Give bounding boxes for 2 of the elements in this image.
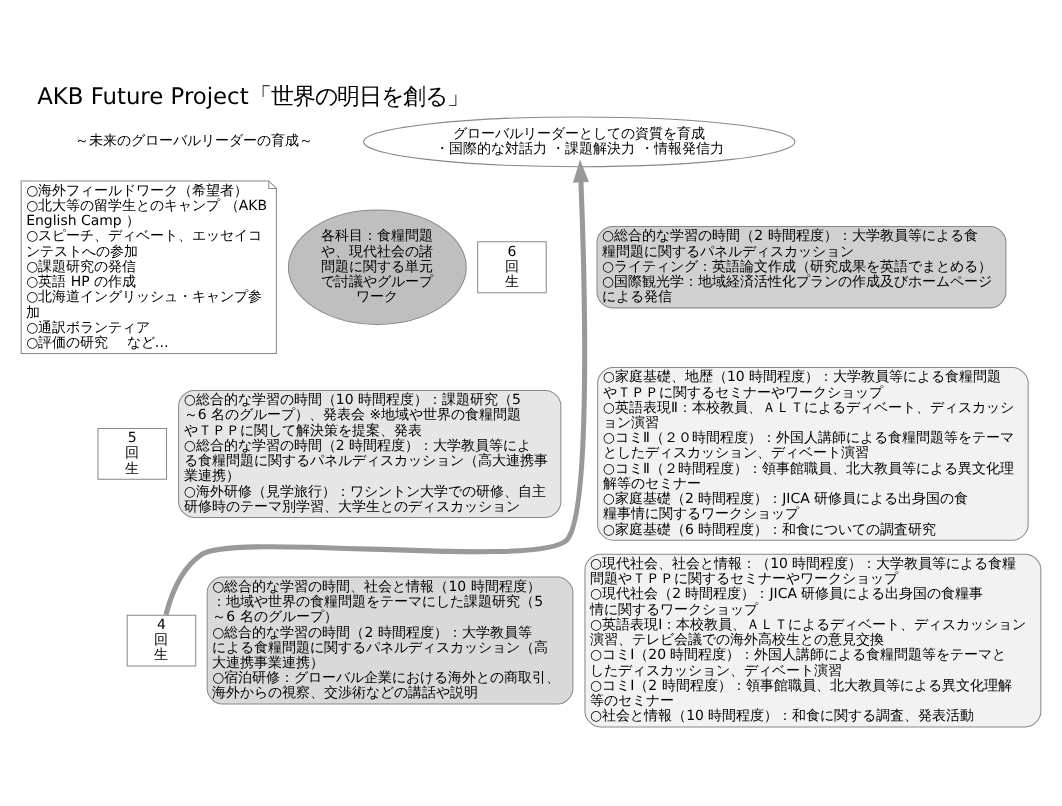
arrow [163, 158, 589, 615]
diagram-title: AKB Future Project「世界の明日を創る」 [37, 81, 469, 110]
